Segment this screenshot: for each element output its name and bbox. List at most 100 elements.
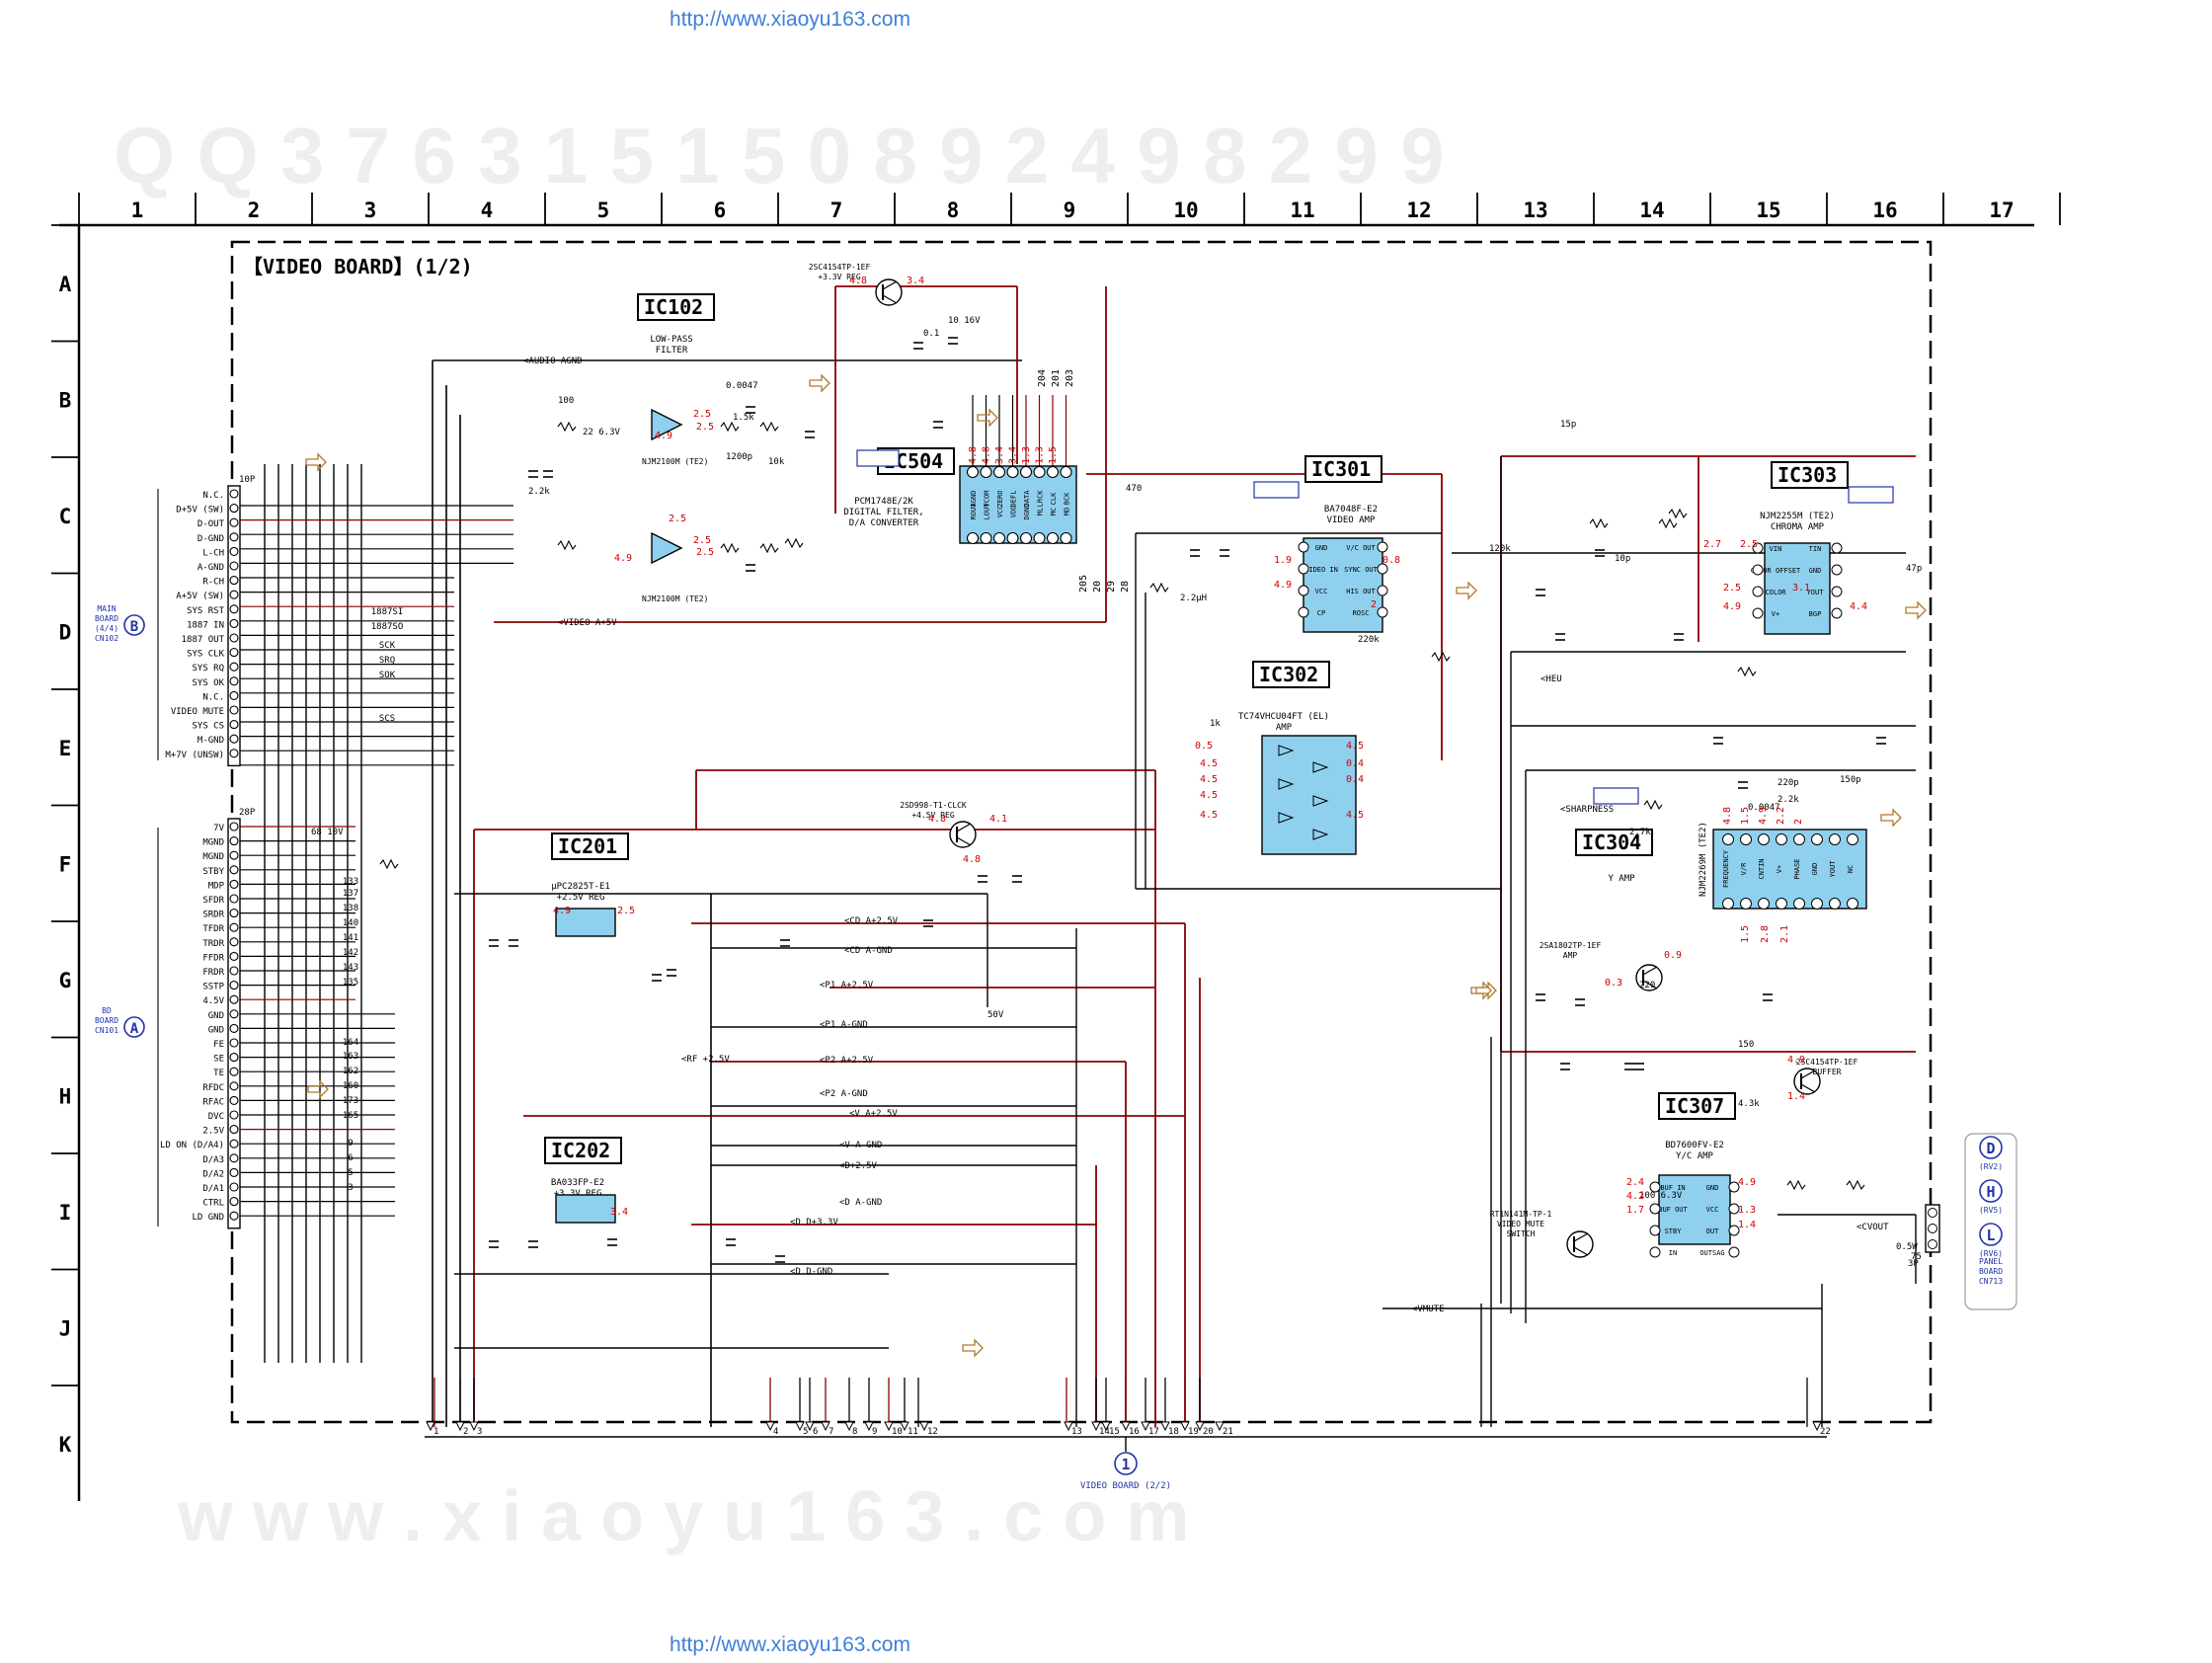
resistor [1643, 799, 1663, 811]
inverter-symbol [1278, 778, 1295, 790]
ic-pin-name: DGND [1023, 504, 1031, 520]
transistor-lead [1642, 966, 1658, 976]
panel-bracket [1964, 1133, 2017, 1310]
connector-pin-label: R-CH [202, 578, 224, 588]
signal-label: 165 [343, 1111, 358, 1121]
voltage-reading: 4.8 [1722, 807, 1733, 825]
transistor: 2SD998-T1-CLCK+4.5V REG [900, 801, 977, 848]
component-value: 100 6.3V [1639, 1191, 1683, 1201]
ic-body [1261, 735, 1357, 855]
voltage-reading: 0.9 [1664, 950, 1682, 961]
voltage-reading: 4.9 [1274, 580, 1292, 591]
board-label: BOARD [95, 1016, 118, 1025]
bottom-pin-number: 21 [1223, 1427, 1233, 1437]
connector-pin-label: N.C. [202, 491, 224, 501]
ic-description: PCM1748E/2K [854, 497, 913, 507]
board-label: CN713 [1979, 1277, 2003, 1286]
bottom-pin-marker [844, 1421, 854, 1432]
connector-pin [229, 1125, 239, 1135]
component-value: 2.2k [528, 487, 550, 497]
connector-pin [229, 1182, 239, 1192]
ic-pin-name: BGP [1809, 610, 1822, 618]
ic-pin [1298, 541, 1309, 553]
net-label: <CD A+2.5V [844, 916, 899, 926]
bottom-pin-marker [864, 1421, 874, 1432]
ic-description: D/A CONVERTER [849, 518, 919, 528]
ic-body [1712, 829, 1867, 910]
bottom-pin-marker [1091, 1421, 1101, 1432]
net-label: <V A+2.5V [849, 1109, 898, 1119]
resistor [720, 421, 740, 433]
connector-pin [229, 590, 239, 599]
voltage-reading: 4.5 [1200, 758, 1218, 769]
bottom-pin-marker [821, 1421, 830, 1432]
ic-ref-label: IC102 [644, 295, 703, 319]
ic-pin [1649, 1181, 1661, 1193]
ic-description: BA7048F-E2 [1324, 505, 1378, 515]
wiring [240, 285, 1917, 1452]
net-label: <V A-GND [839, 1141, 882, 1150]
ic-pin [980, 531, 992, 545]
board-marker-letter: H [1986, 1183, 1995, 1201]
bottom-pin-marker [1180, 1421, 1190, 1432]
voltage-reading: 2.8 [1760, 925, 1771, 943]
signal-label: 1887SI [371, 607, 404, 617]
connector-pin [229, 1110, 239, 1120]
ic-pin [1829, 898, 1841, 910]
board-marker [1979, 1223, 2003, 1246]
row-label: F [59, 852, 72, 876]
component-value: 75 [1911, 1252, 1922, 1262]
component-value: 0.0047 [726, 381, 758, 391]
component-value: 10 16V [948, 316, 981, 326]
connector-pin [229, 894, 239, 904]
voltage-reading: 2.7 [1703, 539, 1721, 550]
resistor [759, 542, 779, 554]
connector-pin [229, 561, 239, 571]
ic-pin-name: COLOR OFFSET [1751, 567, 1801, 575]
header-url[interactable]: http://www.xiaoyu163.com [670, 8, 910, 31]
voltage-reading: 4.5 [1200, 810, 1218, 821]
inverter-symbol [1312, 829, 1329, 840]
transistor-lead [1573, 1246, 1589, 1256]
footer-url[interactable]: http://www.xiaoyu163.com [670, 1633, 910, 1656]
signal-label: 140 [343, 918, 358, 928]
ic-pin-name: GND [1706, 1184, 1719, 1192]
voltage-reading: 3.1 [1792, 583, 1810, 594]
connector-pin-label: GND [208, 1011, 224, 1021]
column-label: 8 [947, 198, 960, 222]
bottom-pin-number: 19 [1188, 1427, 1199, 1437]
ic-label-box [1658, 1092, 1736, 1120]
voltage-reading: 4.5 [1346, 810, 1364, 821]
column-label: 10 [1173, 198, 1198, 222]
board-marker [123, 1016, 145, 1038]
signal-label: 137 [343, 889, 358, 899]
signal-label: 173 [343, 1096, 358, 1106]
transistor-lead [882, 280, 898, 290]
ic-pin-name: PHASE [1793, 858, 1801, 879]
connector-header: 28P [239, 808, 256, 818]
voltage-reading: 4.8 [849, 276, 867, 286]
ic-pin [1847, 833, 1858, 845]
column-label: 15 [1756, 198, 1780, 222]
ic-pin-name: ZERO [996, 491, 1004, 508]
transistor-lead [1642, 980, 1658, 990]
signal-label: 164 [343, 1038, 358, 1048]
ic-pin [1758, 833, 1770, 845]
ic-pin [1046, 531, 1060, 545]
connector-pin-label: SYS CLK [187, 650, 225, 660]
bottom-pin-marker [795, 1421, 805, 1432]
component-value: 0.1 [923, 329, 939, 339]
connector-pin-label: D-OUT [198, 519, 225, 529]
flow-arrow [809, 373, 830, 393]
bottom-pin-number: 16 [1129, 1427, 1140, 1437]
ic-pin [1722, 898, 1734, 910]
voltage-reading: 4.9 [655, 431, 672, 441]
ic-pin-name: CNTIN [1758, 858, 1766, 879]
connector-pin-label: D+5V (SW) [176, 506, 224, 515]
voltage-reading: 4.9 [1787, 1055, 1805, 1066]
ic-label-box [1575, 829, 1653, 856]
ic-pin [1829, 833, 1841, 845]
